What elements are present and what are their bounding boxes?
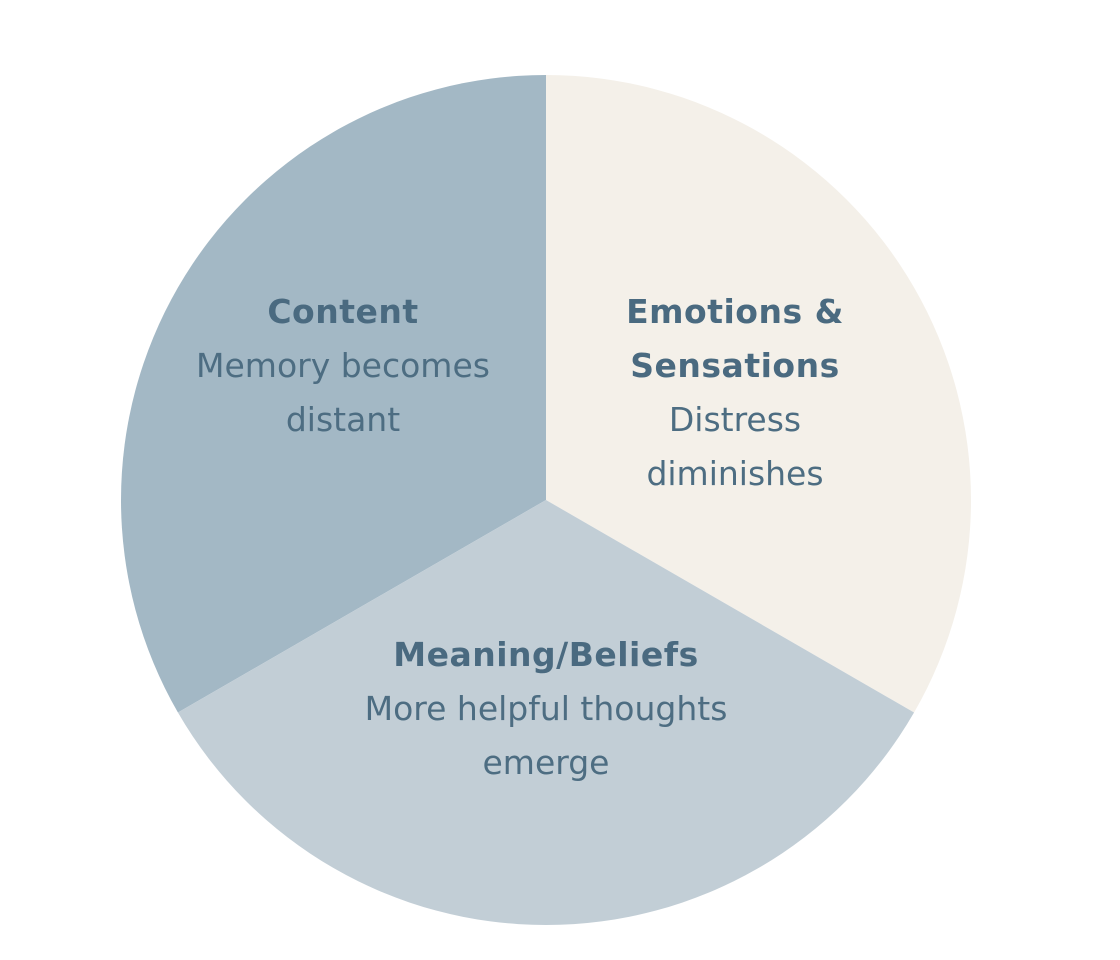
pie-slice-meaning [177, 500, 915, 925]
pie-slice-emotions [546, 75, 971, 713]
pie-slice-content [121, 75, 546, 713]
slice-desc-content-line2: distant [285, 400, 401, 439]
slice-desc-meaning-line2: emerge [482, 743, 610, 782]
slice-label-emotions: Emotions & Sensations Distress diminishe… [580, 285, 890, 501]
slice-desc-content-line1: Memory becomes [196, 346, 490, 385]
slice-label-content: Content Memory becomes distant [168, 285, 518, 447]
slice-title-content: Content [267, 292, 419, 331]
slice-title-emotions-line2: Sensations [630, 346, 840, 385]
slice-label-meaning: Meaning/Beliefs More helpful thoughts em… [316, 628, 776, 790]
slice-title-emotions-line1: Emotions & [626, 292, 844, 331]
slice-desc-emotions-line1: Distress [668, 400, 802, 439]
slice-desc-meaning-line1: More helpful thoughts [364, 689, 728, 728]
slice-title-meaning: Meaning/Beliefs [393, 635, 699, 674]
slice-desc-emotions-line2: diminishes [646, 454, 824, 493]
